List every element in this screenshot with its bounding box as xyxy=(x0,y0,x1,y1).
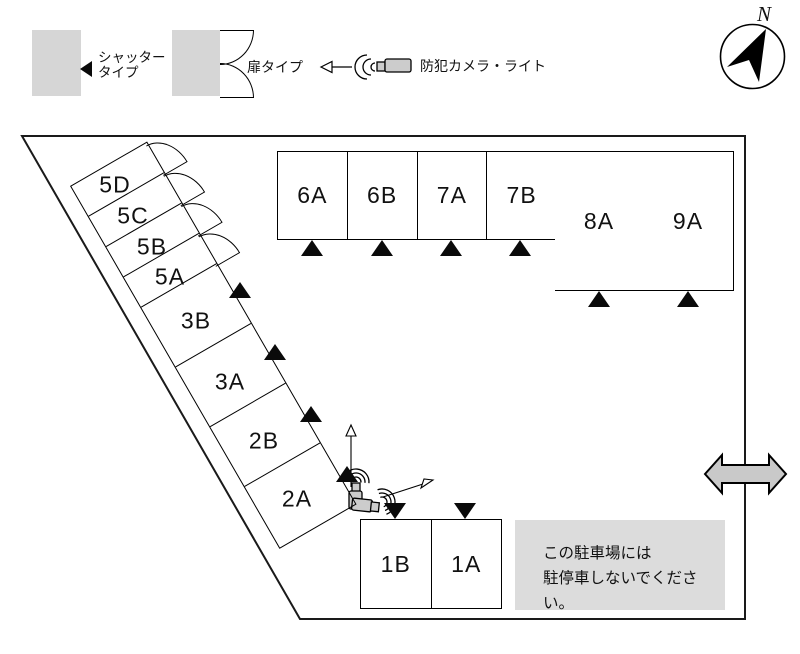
compass-needle-icon xyxy=(727,29,766,82)
space-7B: 7B xyxy=(506,182,537,208)
notice-line1: この駐車場には xyxy=(543,545,652,562)
compass-circle xyxy=(719,23,786,90)
shutter-marker-8A xyxy=(588,291,610,307)
shutter-marker-2A xyxy=(336,466,358,482)
legend-camera-waves-icon xyxy=(354,54,376,80)
legend-door-box xyxy=(172,30,220,96)
shutter-marker-1B xyxy=(384,503,406,519)
legend-shutter-line2: タイプ xyxy=(98,65,139,80)
notice-line2: 駐停車しないでください。 xyxy=(543,570,698,612)
site-boundary xyxy=(20,135,746,620)
legend-shutter-line1: シャッター xyxy=(98,50,166,65)
shutter-marker-7A xyxy=(440,240,462,256)
legend-shutter-box xyxy=(32,30,81,96)
legend-camera-label: 防犯カメラ・ライト xyxy=(420,58,546,74)
shutter-marker-1A xyxy=(454,503,476,519)
space-label-5B: 5B xyxy=(136,233,168,260)
garage-block-6-7: 6A 6B 7A 7B xyxy=(277,151,557,240)
shutter-marker-7B xyxy=(509,240,531,256)
space-1A: 1A xyxy=(451,550,482,577)
space-label-5C: 5C xyxy=(117,202,149,229)
shutter-marker-9A xyxy=(677,291,699,307)
compass-label: N xyxy=(757,2,772,26)
legend-door-label: 扉タイプ xyxy=(247,59,303,75)
garage-block-1: 1B 1A xyxy=(360,519,502,609)
space-7A: 7A xyxy=(418,152,488,239)
entrance-double-arrow-icon xyxy=(703,452,788,496)
shutter-marker-6B xyxy=(371,240,393,256)
space-1B: 1B xyxy=(361,520,432,608)
shutter-marker-2B xyxy=(300,406,322,422)
legend-camera-icon xyxy=(319,54,412,80)
space-label-2B: 2B xyxy=(248,427,280,454)
space-label-5D: 5D xyxy=(99,171,131,198)
shutter-marker-3B xyxy=(229,282,251,298)
shutter-marker-icon xyxy=(80,61,92,77)
space-6A: 6A xyxy=(278,152,348,239)
space-label-5A: 5A xyxy=(154,263,186,290)
notice-box: この駐車場には 駐停車しないでください。 xyxy=(515,520,725,612)
legend-shutter-label: シャッター タイプ xyxy=(98,50,166,80)
space-9A: 9A xyxy=(643,151,734,291)
space-label-3B: 3B xyxy=(180,307,212,334)
shutter-marker-6A xyxy=(301,240,323,256)
shutter-marker-3A xyxy=(264,344,286,360)
space-label-3A: 3A xyxy=(214,368,246,395)
space-6B: 6B xyxy=(348,152,418,239)
space-label-2A: 2A xyxy=(281,485,313,512)
space-8A: 8A xyxy=(555,151,644,291)
